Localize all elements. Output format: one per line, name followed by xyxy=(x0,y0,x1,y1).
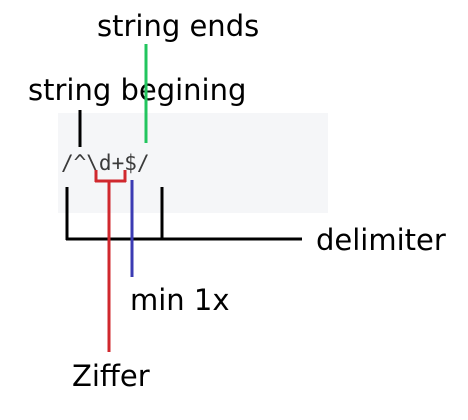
regex-code: /^\d+$/ xyxy=(61,151,150,175)
label-delimiter: delimiter xyxy=(316,223,446,257)
label-string-begining: string begining xyxy=(28,73,247,107)
code-block xyxy=(58,113,328,213)
delimiter-bracket xyxy=(65,187,302,241)
label-ziffer: Ziffer xyxy=(72,359,150,393)
label-string-ends: string ends xyxy=(97,9,260,43)
ziffer-bracket xyxy=(94,170,127,352)
label-min-1x: min 1x xyxy=(130,283,230,317)
